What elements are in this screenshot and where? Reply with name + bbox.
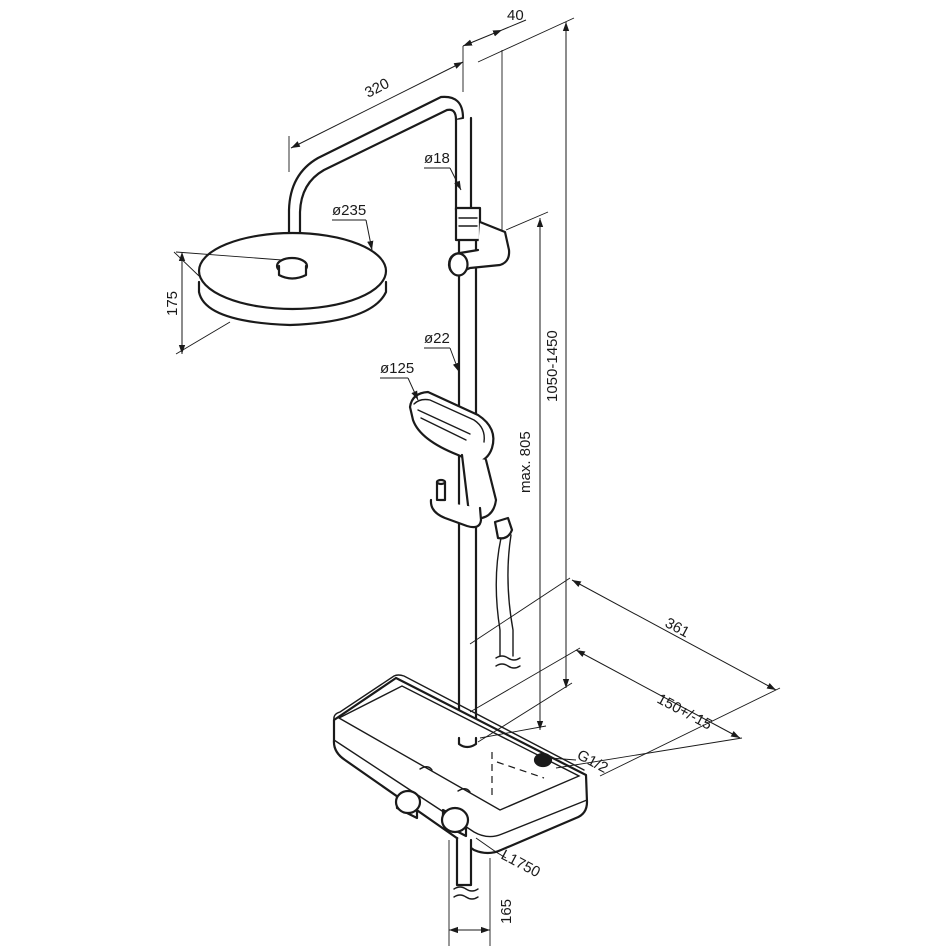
- dim-overall-height: 1050-1450: [477, 17, 575, 743]
- dim-hose-length-label: L1750: [498, 847, 543, 882]
- shelf-markings: [419, 766, 471, 793]
- rail-connector: [447, 206, 511, 277]
- dim-head-height: 175: [164, 251, 283, 355]
- dim-rail-diameter: ø22: [424, 330, 460, 373]
- rain-shower-head: [197, 231, 388, 327]
- dim-rail-offset-label: 40: [507, 7, 524, 24]
- hand-shower: [408, 390, 498, 520]
- dim-hand-shower-diameter: ø125: [380, 360, 419, 401]
- dim-arm-reach-label: 320: [362, 75, 392, 102]
- temperature-knob: [394, 789, 422, 820]
- flow-knob: [440, 806, 470, 838]
- dim-inlet-spacing-label: 150+/-15: [654, 691, 715, 734]
- dim-head-height-label: 175: [164, 291, 181, 316]
- dim-pipe-diameter: ø18: [424, 150, 462, 191]
- dim-head-diameter: ø235: [332, 202, 374, 251]
- outlet-pipe: [453, 836, 479, 900]
- dim-outlet-offset-label: 165: [498, 899, 515, 924]
- dim-hand-shower-diameter-label: ø125: [380, 360, 414, 377]
- hand-shower-holder: [429, 478, 514, 540]
- rail-base: [457, 736, 478, 749]
- thermostat-shelf: [332, 674, 589, 855]
- inlet-connection: [533, 752, 553, 768]
- dim-rail-diameter-label: ø22: [424, 330, 450, 347]
- hidden-lines: [491, 752, 545, 800]
- dim-max-height-label: max. 805: [517, 431, 534, 493]
- dim-overall-height-label: 1050-1450: [544, 330, 561, 402]
- dim-pipe-diameter-label: ø18: [424, 150, 450, 167]
- dim-outlet-offset: 165: [448, 840, 515, 946]
- dim-head-diameter-label: ø235: [332, 202, 366, 219]
- dim-max-height: max. 805: [479, 211, 549, 739]
- shower-hose: [495, 534, 521, 669]
- dim-rail-offset: 40: [462, 7, 527, 230]
- dim-depth-label: 361: [662, 615, 692, 642]
